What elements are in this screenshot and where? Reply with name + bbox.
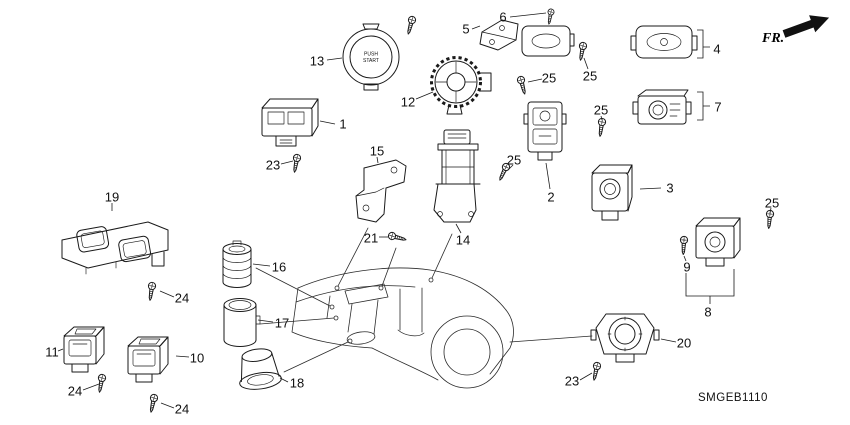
part-label-3: 3 [666,181,673,196]
screw-icon [95,373,107,394]
part-label-25: 25 [765,196,779,211]
part-label-24: 24 [175,402,189,417]
part-4-switch [630,25,698,59]
part-label-18: 18 [290,376,304,391]
part-10-switch [127,336,169,383]
part-label-5: 5 [462,22,469,37]
part-15-bracket [355,159,407,223]
part-17-socket-housing [223,298,261,347]
part-label-6: 6 [499,10,506,25]
part-label-13: 13 [310,54,324,69]
part-label-21: 21 [364,231,378,246]
screw-icon [589,361,602,382]
part-label-25: 25 [507,153,521,168]
part-label-23: 23 [266,158,280,173]
screw-icon [545,8,555,26]
part-label-20: 20 [677,336,691,351]
part-label-8: 8 [704,305,711,320]
part-label-11: 11 [45,345,59,360]
part-19-switch-assembly [61,221,169,275]
part-label-16: 16 [272,260,286,275]
part-label-25: 25 [583,69,597,84]
part-label-12: 12 [401,95,415,110]
part-20-switch [590,313,660,363]
start-button-text-1: PUSH [364,52,378,58]
part-13-engine-start-switch: PUSH START [342,23,400,91]
part-label-25: 25 [594,103,608,118]
screw-icon [290,153,302,174]
part-label-23: 23 [565,374,579,389]
part-label-24: 24 [175,291,189,306]
part-3-switch [591,164,633,221]
bolt-icon [387,231,408,244]
leader-lines [57,12,772,409]
part-8-switch [695,217,741,267]
part-1-switch-assembly [261,98,319,147]
screw-icon [516,75,529,96]
screw-icon [679,235,689,256]
screw-icon [595,117,607,138]
part-18-socket-ring [239,348,282,390]
part-11-switch [63,326,105,373]
part-16-lighter-element [222,240,252,288]
part-label-7: 7 [714,100,721,115]
screw-icon [145,281,157,302]
start-button-text-2: START [363,58,379,64]
fr-arrow-icon [782,15,830,38]
part-label-14: 14 [456,233,470,248]
fr-direction: FR. [761,15,830,46]
part-12-rotary-switch [430,56,492,115]
part-5-bracket [479,19,519,51]
diagram-code: SMGEB1110 [698,392,768,404]
dashboard-sketch [255,227,593,389]
part-label-1: 1 [339,117,346,132]
part-label-15: 15 [370,144,384,159]
part-label-10: 10 [190,351,204,366]
screw-icon [404,15,417,36]
part-2-switch [523,101,567,161]
part-label-25: 25 [542,71,556,86]
fr-label: FR. [761,31,784,46]
part-label-9: 9 [683,260,690,275]
screw-icon [576,41,588,62]
part-5-switch-body [521,25,575,57]
screw-icon [764,209,775,230]
part-label-17: 17 [275,316,289,331]
part-labels: 13 5 6 25 25 4 7 25 12 1 23 15 2 25 3 14 21 19 24 16 17 18 11 1… [45,10,779,417]
part-label-24: 24 [68,384,82,399]
screw-icon [146,393,159,414]
part-label-19: 19 [105,190,119,205]
part-14-switch-bracket-assembly [433,129,481,223]
part-label-2: 2 [547,190,554,205]
part-label-4: 4 [713,42,720,57]
callout-brackets [685,29,735,304]
part-7-switch [632,89,692,125]
